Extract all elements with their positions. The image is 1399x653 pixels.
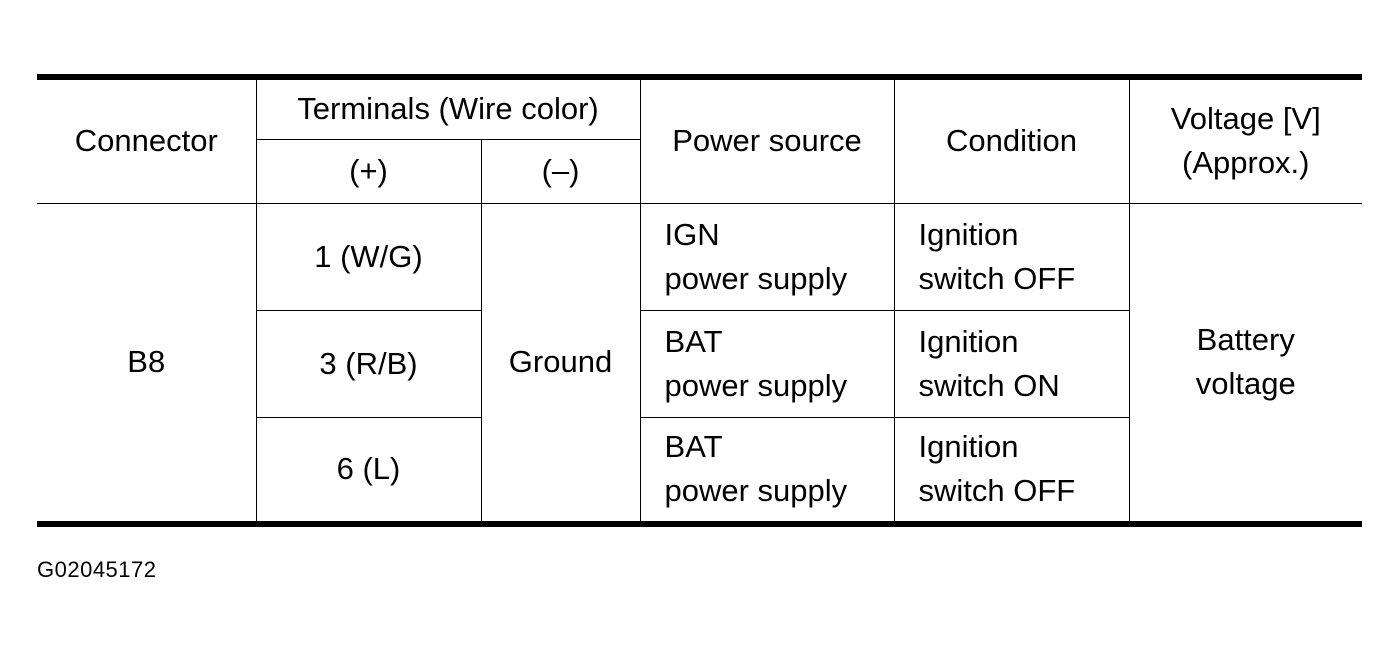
power-source-cell: IGN power supply — [639, 202, 895, 311]
power-source-cell: BAT power supply — [639, 309, 895, 418]
condition-line1: Ignition — [918, 429, 1019, 465]
table-row: 6 (L) BAT power supply Ignition switch O… — [37, 416, 1362, 525]
condition-cell: Ignition switch ON — [893, 309, 1130, 418]
condition-cell: Ignition switch OFF — [893, 202, 1130, 311]
power-source-line1: IGN — [664, 216, 720, 252]
condition-line1: Ignition — [918, 323, 1019, 359]
terminal-cell: 3 (R/B) — [255, 309, 482, 418]
header-voltage: Voltage [V] (Approx.) — [1128, 76, 1363, 204]
power-source-line1: BAT — [664, 429, 723, 465]
ground-cell: Ground — [480, 202, 641, 525]
condition-cell: Ignition switch OFF — [893, 416, 1130, 525]
header-row-2: (+) (–) — [37, 138, 1362, 204]
voltage-cell: Battery voltage — [1128, 202, 1363, 525]
reference-code: G02045172 — [37, 557, 157, 582]
header-voltage-line2: (Approx.) — [1182, 145, 1310, 181]
header-power-source: Power source — [639, 76, 895, 204]
terminal-cell: 6 (L) — [255, 416, 482, 525]
table-row: B8 1 (W/G) Ground IGN power supply Ignit… — [37, 202, 1363, 525]
power-source-line2: power supply — [664, 473, 848, 509]
header-terminal-minus: (–) — [480, 138, 641, 204]
header-row-1: Connector Terminals (Wire color) Power s… — [37, 76, 1363, 204]
voltage-spec-table: Connector Terminals (Wire color) Power s… — [37, 74, 1363, 527]
power-source-line2: power supply — [664, 367, 848, 403]
header-voltage-line1: Voltage [V] — [1170, 101, 1321, 137]
condition-line2: switch OFF — [918, 473, 1076, 509]
header-terminals: Terminals (Wire color) — [255, 76, 641, 140]
voltage-line1: Battery — [1196, 322, 1295, 358]
condition-line1: Ignition — [918, 216, 1019, 252]
condition-line2: switch OFF — [918, 260, 1076, 296]
voltage-line2: voltage — [1195, 366, 1296, 402]
condition-line2: switch ON — [918, 367, 1060, 403]
connector-cell: B8 — [37, 202, 257, 525]
power-source-line1: BAT — [664, 323, 723, 359]
header-terminal-plus: (+) — [255, 138, 482, 204]
header-connector: Connector — [37, 76, 257, 204]
terminal-cell: 1 (W/G) — [255, 202, 482, 311]
power-source-cell: BAT power supply — [639, 416, 895, 525]
header-condition: Condition — [893, 76, 1130, 204]
power-source-line2: power supply — [664, 260, 848, 296]
